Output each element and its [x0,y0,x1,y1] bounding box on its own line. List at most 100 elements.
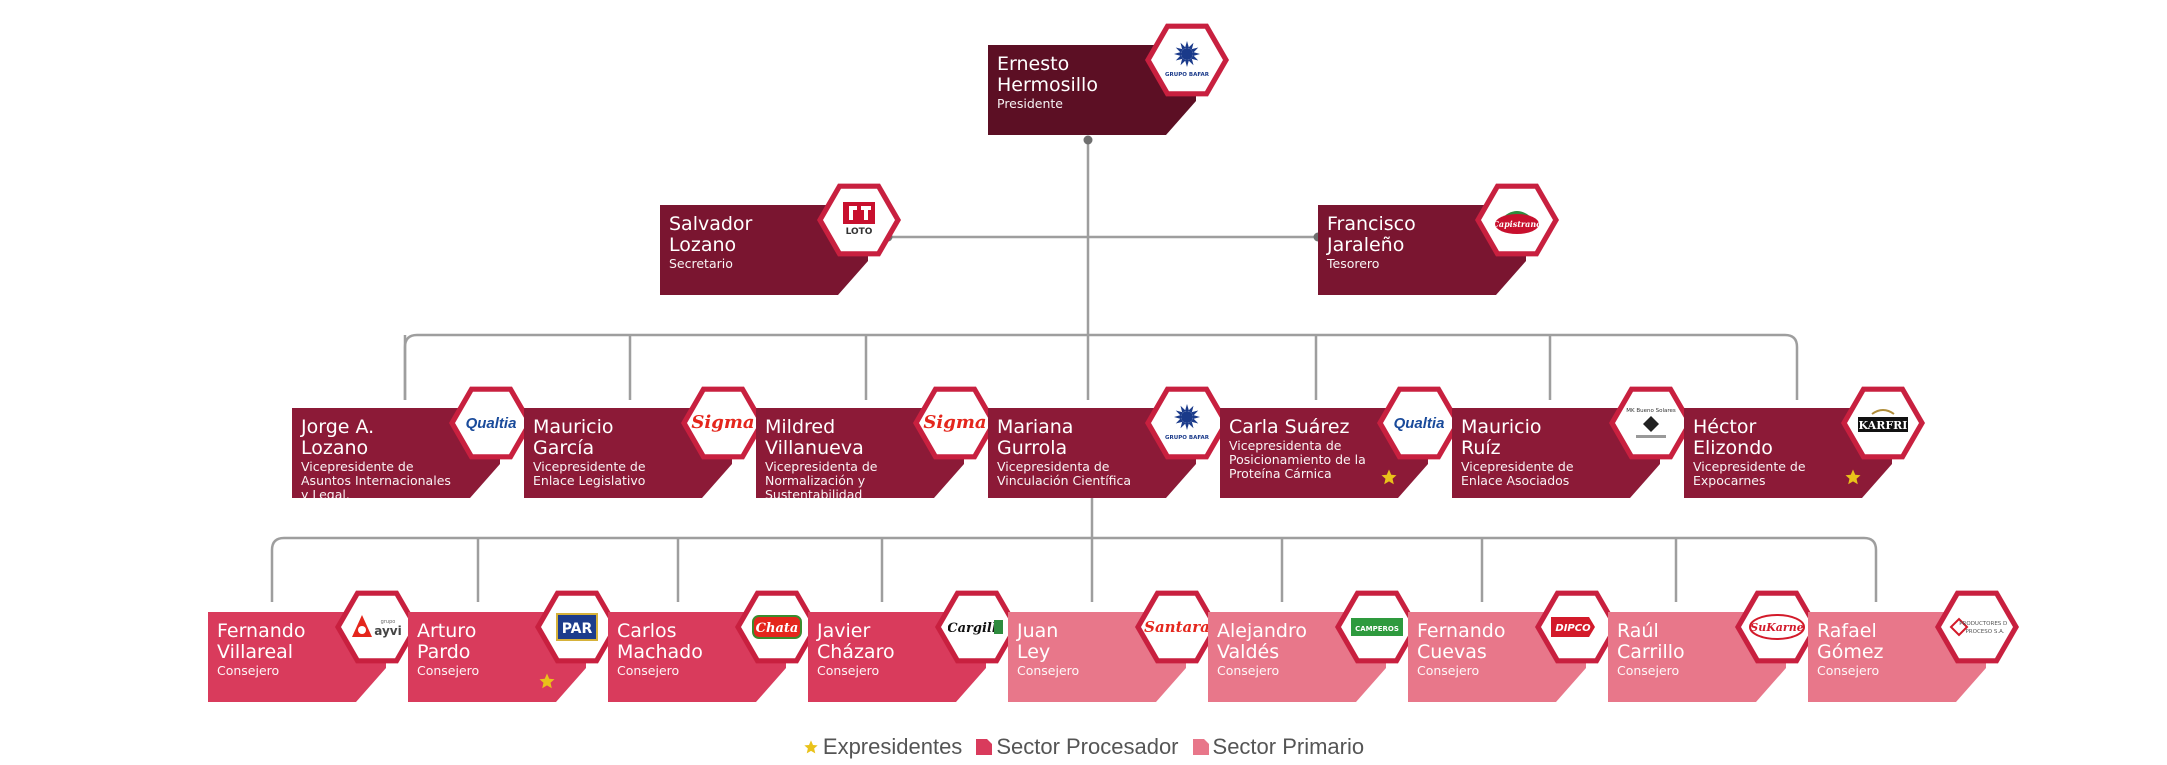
company-logo-badge: Qualtia [1376,380,1462,466]
member-name: Mauricio Ruíz [1461,416,1542,459]
member-role: Secretario [669,256,733,271]
card-text: Francisco Jaraleño Tesorero [1327,214,1518,271]
svg-text:GRUPO BAFAR: GRUPO BAFAR [1165,435,1209,441]
hexagon-frame [1135,590,1219,664]
member-role: Presidente [997,96,1063,111]
legend-item-expresidentes: Expresidentes [803,734,962,760]
card-text: Mauricio Ruíz Vicepresidente de Enlace A… [1461,417,1652,488]
card-text: Mariana Gurrola Vicepresidenta de Vincul… [997,417,1188,488]
card-text: Carlos Machado Consejero [617,621,778,678]
member-card: Ernesto Hermosillo Presidente [988,45,1196,135]
svg-text:Capistrano: Capistrano [1493,219,1542,229]
member-name: Héctor Elizondo [1693,416,1773,459]
member-name: Salvador Lozano [669,213,753,256]
card-text: Fernando Villareal Consejero [217,621,378,678]
santara-logo-icon: Santara [1144,617,1210,636]
member-card: Mariana Gurrola Vicepresidenta de Vincul… [988,408,1196,498]
svg-text:LOTO: LOTO [846,227,873,237]
member-name: Juan Ley [1017,620,1059,663]
card-text: Carla Suárez Vicepresidenta de Posiciona… [1229,417,1420,481]
member-role: Vicepresidenta de Normalización y Susten… [765,459,878,502]
company-logo-badge: MK Bueno Solares [1608,380,1694,466]
member-name: Carlos Machado [617,620,703,663]
card-background [1220,408,1428,498]
star-icon [1844,468,1862,486]
par-logo-icon: PAR [534,584,620,670]
company-logo-badge: GRUPO BAFAR [1144,380,1230,466]
member-role: Consejero [1017,663,1080,678]
hexagon-frame [1935,590,2019,664]
member-name: Rafael Gómez [1817,620,1884,663]
svg-text:PROCESO S.A.: PROCESO S.A. [1965,629,2004,635]
member-role: Consejero [1217,663,1280,678]
connector [270,536,1878,602]
camperos-logo-icon: CAMPEROS [1334,584,1420,670]
card-background [1318,205,1526,295]
company-logo-badge: CAMPEROS [1334,584,1420,670]
svg-text:GRUPO BAFAR: GRUPO BAFAR [1165,72,1209,78]
svg-text:CAMPEROS: CAMPEROS [1355,625,1399,633]
svg-text:SuKarne: SuKarne [1750,621,1803,634]
member-card: Héctor Elizondo Vicepresidente de Expoca… [1684,408,1892,498]
member-role: Vicepresidenta de Vinculación Científica [997,459,1132,488]
qualtia-logo-icon: Qualtia [1393,414,1445,432]
member-card: Francisco Jaraleño Tesorero [1318,205,1526,295]
svg-text:DIPCO: DIPCO [1555,623,1591,634]
card-background [1452,408,1660,498]
member-name: Mildred Villanueva [765,416,864,459]
member-name: Fernando Villareal [217,620,306,663]
primario-swatch-icon [1192,739,1209,755]
company-logo-badge: Capistrano [1474,177,1560,263]
member-name: Arturo Pardo [417,620,477,663]
member-card: Mauricio Ruíz Vicepresidente de Enlace A… [1452,408,1660,498]
member-role: Consejero [217,663,280,678]
legend-item-primario: Sector Primario [1192,734,1365,760]
company-logo-badge: LOTO [816,177,902,263]
company-logo-badge: Chata [734,584,820,670]
member-card: Mauricio García Vicepresidente de Enlace… [524,408,732,498]
member-role: Consejero [1617,663,1680,678]
card-background [1684,408,1892,498]
legend-label: Sector Primario [1212,734,1365,759]
company-logo-badge: DIPCO [1534,584,1620,670]
member-card: Mildred Villanueva Vicepresidenta de Nor… [756,408,964,502]
member-role: Vicepresidente de Enlace Legislativo [533,459,646,488]
svg-text:grupo: grupo [381,619,396,625]
member-name: Mariana Gurrola [997,416,1074,459]
company-logo-badge: PAR [534,584,620,670]
company-logo-badge: Sigma [680,380,766,466]
svg-text:KARFRI: KARFRI [1859,419,1908,432]
star-icon [804,740,818,754]
star-icon [1380,468,1398,486]
member-name: Raúl Carrillo [1617,620,1685,663]
sukarne-logo-icon: SuKarne [1734,584,1820,670]
member-role: Consejero [1417,663,1480,678]
cargill-logo-icon: Cargill [934,584,1020,670]
legend-item-procesador: Sector Procesador [976,734,1179,760]
member-role: Tesorero [1327,256,1380,271]
card-text: Juan Ley Consejero [1017,621,1178,678]
member-role: Consejero [1817,663,1880,678]
mk-logo-icon: MK Bueno Solares [1608,380,1694,466]
member-name: Francisco Jaraleño [1327,213,1416,256]
hexagon-frame [935,590,1019,664]
card-text: Alejandro Valdés Consejero [1217,621,1378,678]
member-name: Jorge A. Lozano [301,416,375,459]
member-name: Fernando Cuevas [1417,620,1506,663]
card-background [660,205,868,295]
card-text: Salvador Lozano Secretario [669,214,860,271]
sun-logo-icon: GRUPO BAFAR [1144,380,1230,466]
card-text: Raúl Carrillo Consejero [1617,621,1778,678]
hexagon-frame [913,386,997,460]
card-text: Héctor Elizondo Vicepresidente de Expoca… [1693,417,1884,488]
card-background [756,408,964,498]
company-logo-badge: KARFRI [1840,380,1926,466]
svg-text:Cargill: Cargill [948,621,997,636]
svg-text:Chata: Chata [756,621,799,636]
loto-logo-icon: LOTO [816,177,902,263]
qualtia-logo-icon: Qualtia [465,414,517,432]
